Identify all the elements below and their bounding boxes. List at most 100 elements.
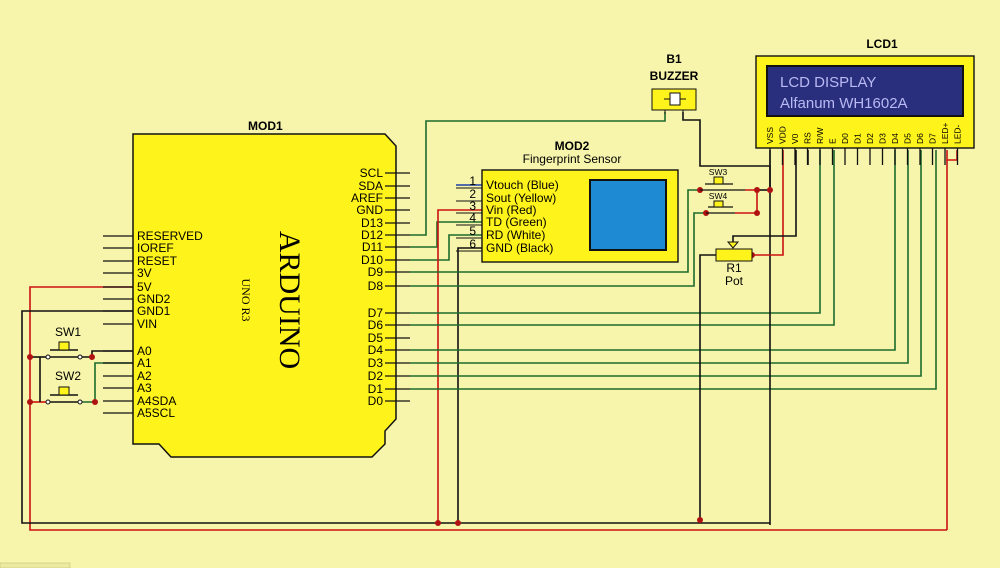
mod1-right-pin-label: D4 bbox=[368, 343, 384, 357]
mod2-ref: MOD2 bbox=[555, 139, 590, 153]
mod2-pin-number: 2 bbox=[469, 187, 476, 201]
switch-sw4: SW4 bbox=[706, 191, 735, 214]
mod2-pin-number: 1 bbox=[469, 174, 476, 188]
wire-sw2-a1 bbox=[82, 362, 133, 403]
lcd-line1: LCD DISPLAY bbox=[780, 74, 876, 91]
mod1-ref: MOD1 bbox=[248, 119, 283, 133]
sw2-label: SW2 bbox=[55, 369, 81, 383]
lcd-ref: LCD1 bbox=[866, 37, 898, 51]
switch-sw1: SW1 bbox=[45, 325, 83, 360]
lcd-pin-label: D0 bbox=[840, 133, 850, 144]
mod2-pin-label: RD (White) bbox=[486, 228, 545, 242]
corner-mark bbox=[0, 562, 71, 568]
mod1-left-pin-label: A2 bbox=[137, 369, 152, 383]
mod1-left-pin-label: A4SDA bbox=[137, 394, 176, 408]
mod2-pin-number: 3 bbox=[469, 199, 476, 213]
lcd-pin-label: D3 bbox=[878, 133, 888, 144]
wire-lcd-led bbox=[946, 150, 958, 161]
mod2-pin-label: GND (Black) bbox=[486, 241, 553, 255]
arduino-board bbox=[132, 133, 397, 458]
mod1-right-pin-label: D12 bbox=[361, 228, 383, 242]
mod2-pin-label: Vin (Red) bbox=[486, 203, 536, 217]
arduino-left-pins: RESERVEDIOREFRESET3V5VGND2GND1VINA0A1A2A… bbox=[103, 229, 203, 420]
wire-d9-sw3 bbox=[410, 189, 700, 273]
mod1-left-pin-label: GND2 bbox=[137, 292, 171, 306]
mod1-left-pin-label: A1 bbox=[137, 356, 152, 370]
wire-lcd-vdd bbox=[752, 150, 784, 256]
mod1-left-pin-label: 5V bbox=[137, 280, 152, 294]
wire-d7-rs bbox=[410, 150, 821, 314]
wire-sensor-gnd bbox=[457, 247, 482, 523]
lcd-pin-label: D5 bbox=[903, 133, 913, 144]
mod2-pin-number: 4 bbox=[469, 211, 476, 225]
mod1-right-pin-label: D8 bbox=[368, 279, 384, 293]
wire-d4-d7lcd bbox=[410, 150, 896, 351]
mod1-right-pin-label: D10 bbox=[361, 253, 383, 267]
mod2-pin-label: TD (Green) bbox=[486, 215, 547, 229]
lcd-pin-label: V0 bbox=[790, 133, 800, 144]
mod1-left-pin-label: 3V bbox=[137, 266, 152, 280]
wire-d10-rd bbox=[410, 234, 482, 261]
mod1-left-pin-label: GND1 bbox=[137, 304, 171, 318]
buzzer-ref: B1 bbox=[666, 52, 682, 66]
mod1-right-pin-label: D0 bbox=[368, 394, 384, 408]
potentiometer: R1 Pot bbox=[715, 241, 753, 288]
buzzer-name: BUZZER bbox=[650, 69, 699, 83]
mod1-left-pin-label: A5SCL bbox=[137, 406, 175, 420]
wire-5v bbox=[29, 286, 947, 531]
pot-name: Pot bbox=[725, 274, 744, 288]
mod2-pin-label: Sout (Yellow) bbox=[486, 191, 556, 205]
mod1-left-pin-label: RESET bbox=[137, 254, 178, 268]
lcd-pin-label: LED+ bbox=[940, 122, 950, 144]
arduino-model: UNO R3 bbox=[239, 278, 253, 321]
arduino-module: MOD1 ARDUINO UNO R3 RESERVEDIOREFRESET3V… bbox=[103, 119, 410, 458]
mod1-left-pin-label: IOREF bbox=[137, 241, 174, 255]
mod1-right-pin-label: D3 bbox=[368, 356, 384, 370]
mod1-left-pin-label: A0 bbox=[137, 344, 152, 358]
pot-body bbox=[715, 248, 753, 262]
switch-sw3: SW3 bbox=[700, 167, 745, 191]
lcd-pin-label: D6 bbox=[915, 133, 925, 144]
mod1-left-pin-label: A3 bbox=[137, 381, 152, 395]
mod2-name: Fingerprint Sensor bbox=[523, 152, 622, 166]
wire-d2-d5lcd bbox=[410, 150, 922, 377]
wire-d8-sw4 bbox=[410, 212, 706, 287]
sw1-label: SW1 bbox=[55, 325, 81, 339]
wire-lcd-v0 bbox=[732, 150, 797, 243]
buzzer: B1 BUZZER bbox=[650, 52, 699, 114]
arduino-right-pins: SCLSDAAREFGNDD13D12D11D10D9D8D7D6D5D4D3D… bbox=[351, 166, 410, 408]
lcd-pin-label: VSS bbox=[765, 127, 775, 144]
lcd-pin-label: D1 bbox=[853, 133, 863, 144]
mod1-right-pin-label: SCL bbox=[360, 166, 384, 180]
lcd-pin-label: D4 bbox=[890, 133, 900, 144]
wire-d12-buzzer bbox=[410, 112, 666, 236]
wire-d3-d6lcd bbox=[410, 150, 909, 364]
sw4-label: SW4 bbox=[709, 191, 728, 201]
wire-sensor-vin bbox=[437, 209, 482, 523]
switch-sw2: SW2 bbox=[45, 369, 83, 405]
mod1-right-pin-label: D7 bbox=[368, 306, 384, 320]
sw3-label: SW3 bbox=[709, 167, 728, 177]
lcd-pin-label: D7 bbox=[928, 133, 938, 144]
mod1-right-pin-label: D11 bbox=[362, 240, 383, 254]
mod2-pin-number: 6 bbox=[469, 237, 476, 251]
mod1-right-pin-label: D6 bbox=[368, 318, 384, 332]
lcd-pin-label: R/W bbox=[815, 127, 825, 144]
wire-sw-right bbox=[735, 189, 758, 214]
mod1-right-pin-label: D2 bbox=[368, 369, 384, 383]
wire-pot-gnd bbox=[699, 254, 716, 520]
wire-d11-td bbox=[410, 221, 482, 248]
lcd-pin-label: E bbox=[828, 138, 838, 144]
arduino-brand: ARDUINO bbox=[273, 231, 306, 369]
mod1-right-pin-label: D5 bbox=[368, 331, 384, 345]
mod1-right-pin-label: D13 bbox=[361, 216, 383, 230]
mod2-pin-number: 5 bbox=[469, 224, 476, 238]
mod1-right-pin-label: D9 bbox=[368, 265, 384, 279]
mod2-pin-label: Vtouch (Blue) bbox=[486, 178, 559, 192]
lcd-pin-label: D2 bbox=[865, 133, 875, 144]
